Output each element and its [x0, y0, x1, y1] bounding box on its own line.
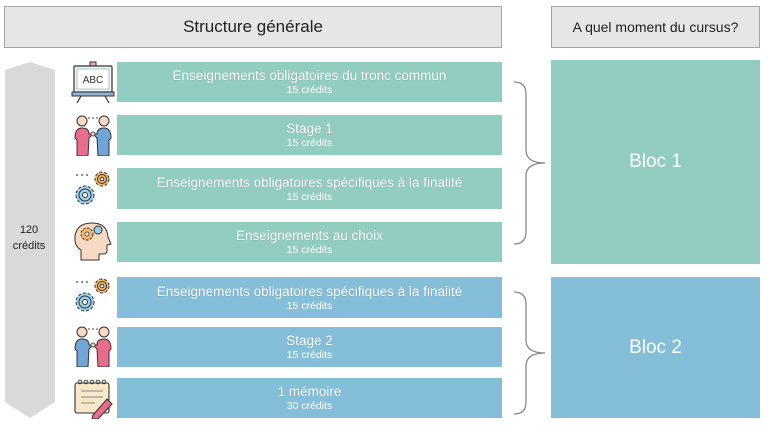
row-title: Enseignements obligatoires spécifiques à… [156, 174, 463, 190]
row-title: Enseignements obligatoires spécifiques à… [156, 283, 463, 299]
notebook-pen-icon [71, 377, 115, 420]
gears-icon [71, 167, 115, 209]
row-credits: 15 crédits [286, 349, 333, 361]
head-gear-icon [71, 220, 115, 262]
row-credits: 15 crédits [286, 137, 333, 149]
row-finalite-2: Enseignements obligatoires spécifiques à… [117, 277, 502, 318]
row-credits: 30 crédits [286, 400, 333, 412]
bloc-1-brace [513, 81, 546, 245]
bloc-2: Bloc 2 [551, 277, 760, 418]
row-title: 1 mémoire [277, 384, 342, 399]
structure-header: Structure générale [4, 6, 502, 48]
row-stage-1: Stage 1 15 crédits [117, 115, 502, 155]
row-stage-2: Stage 2 15 crédits [117, 327, 502, 367]
structure-header-label: Structure générale [183, 17, 323, 36]
total-credits: 120 crédits [2, 222, 56, 254]
row-title: Stage 2 [286, 333, 333, 348]
bloc-1-label: Bloc 1 [629, 151, 682, 172]
moment-header-label: A quel moment du cursus? [572, 19, 739, 35]
row-memoire: 1 mémoire 30 crédits [117, 378, 502, 418]
bloc-2-brace [513, 291, 546, 415]
row-credits: 15 crédits [286, 244, 333, 256]
row-credits: 15 crédits [286, 84, 333, 96]
gears-icon [71, 274, 115, 316]
row-tronc-commun: Enseignements obligatoires du tronc comm… [117, 62, 502, 102]
total-credits-unit: crédits [12, 240, 46, 252]
total-credits-arrow [5, 62, 55, 418]
row-finalite-1: Enseignements obligatoires spécifiques à… [117, 168, 502, 209]
total-credits-number: 120 [19, 224, 39, 236]
moment-header: A quel moment du cursus? [551, 6, 760, 48]
row-title: Enseignements obligatoires du tronc comm… [172, 68, 447, 83]
row-title: Enseignements au choix [235, 228, 384, 243]
row-au-choix: Enseignements au choix 15 crédits [117, 222, 502, 262]
row-credits: 15 crédits [286, 299, 333, 312]
bloc-2-label: Bloc 2 [629, 336, 682, 358]
handshake-icon [71, 325, 115, 368]
row-credits: 15 crédits [286, 190, 333, 203]
abc-board-icon: ABC [71, 61, 115, 104]
svg-text:ABC: ABC [83, 75, 104, 86]
bloc-1: Bloc 1 [551, 60, 760, 264]
handshake-icon [71, 114, 115, 157]
row-title: Stage 1 [286, 121, 333, 136]
